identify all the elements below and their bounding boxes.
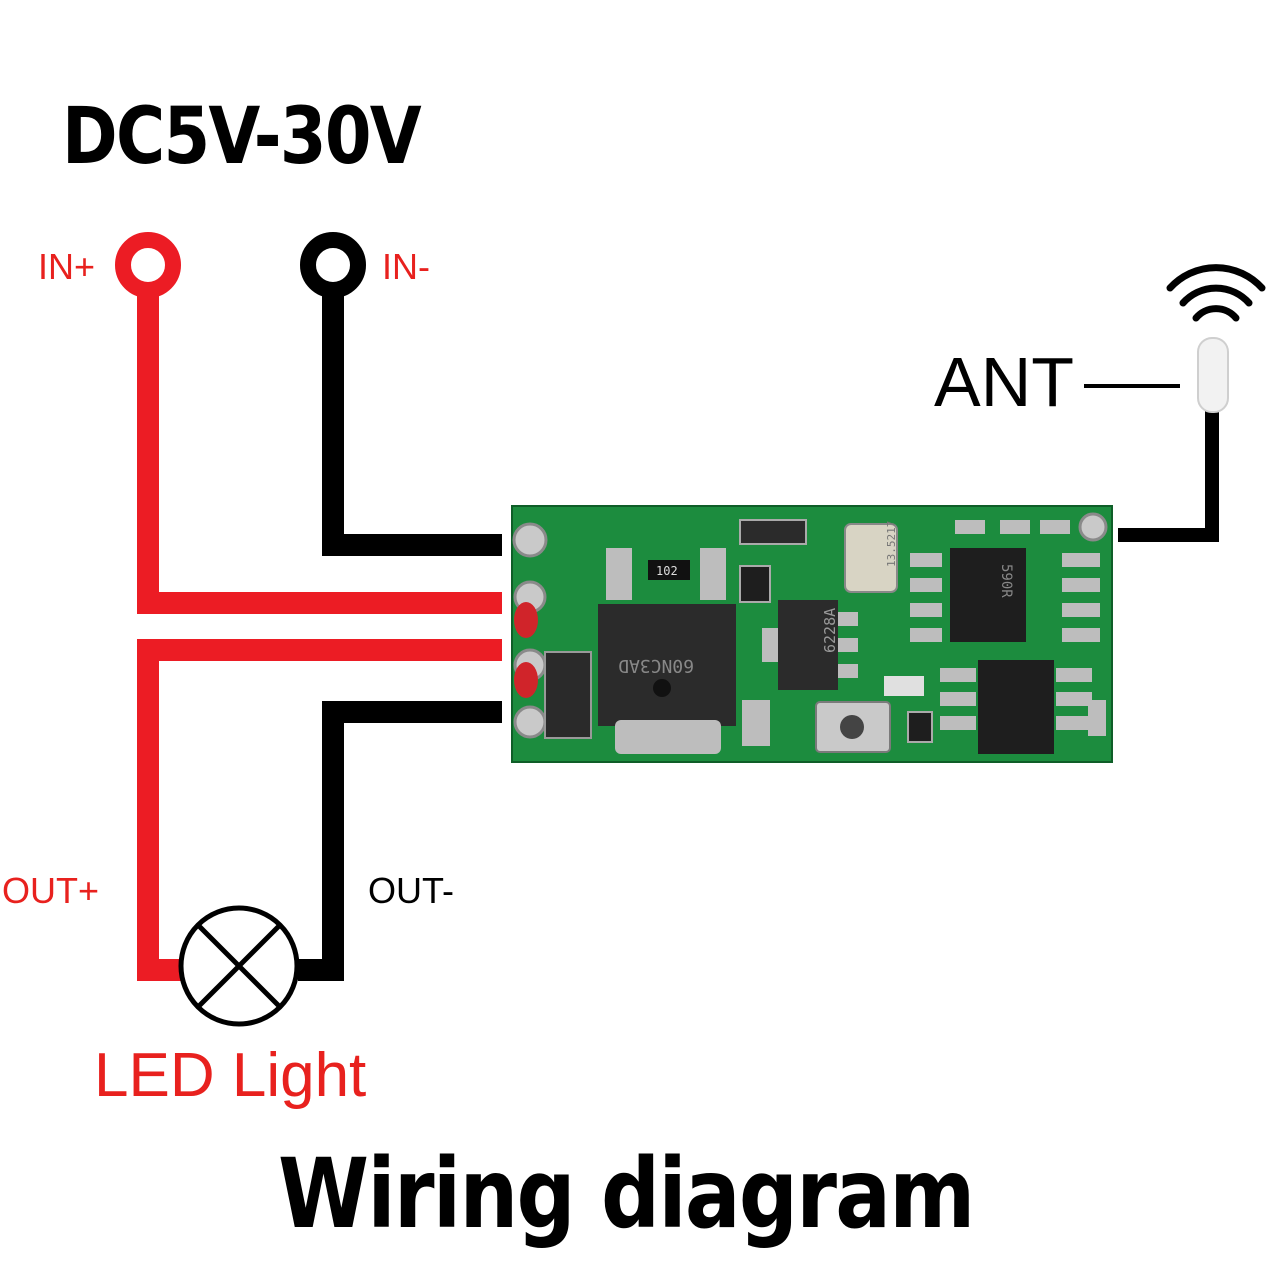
out-minus-wire [298, 701, 502, 981]
svg-text:13.5217: 13.5217 [885, 521, 898, 567]
diagram-title: Wiring diagram [278, 1138, 975, 1250]
svg-text:60NC3AD: 60NC3AD [618, 655, 694, 676]
antenna-label: ANT [934, 343, 1074, 421]
svg-text:590R: 590R [998, 564, 1014, 598]
receiver-board: 60NC3AD 102 6228A 13.5217 590R [511, 505, 1113, 763]
in-minus-label: IN- [382, 246, 430, 287]
svg-text:6228A: 6228A [821, 608, 839, 653]
in-plus-label: IN+ [38, 246, 96, 287]
led-lamp-icon [178, 905, 300, 1027]
out-minus-label: OUT- [368, 870, 454, 911]
out-plus-label: OUT+ [2, 870, 100, 911]
antenna-tip [1197, 337, 1229, 413]
supply-voltage-label: DC5V-30V [62, 92, 422, 182]
in-minus-wire [322, 290, 502, 556]
in-minus-terminal [300, 232, 366, 298]
antenna-wire [1118, 410, 1219, 542]
in-plus-terminal [115, 232, 181, 298]
svg-text:102: 102 [656, 564, 678, 578]
out-plus-wire [137, 639, 502, 981]
wireless-signal-icon [1166, 264, 1266, 322]
in-plus-wire [137, 290, 502, 614]
led-light-label: LED Light [94, 1041, 367, 1110]
